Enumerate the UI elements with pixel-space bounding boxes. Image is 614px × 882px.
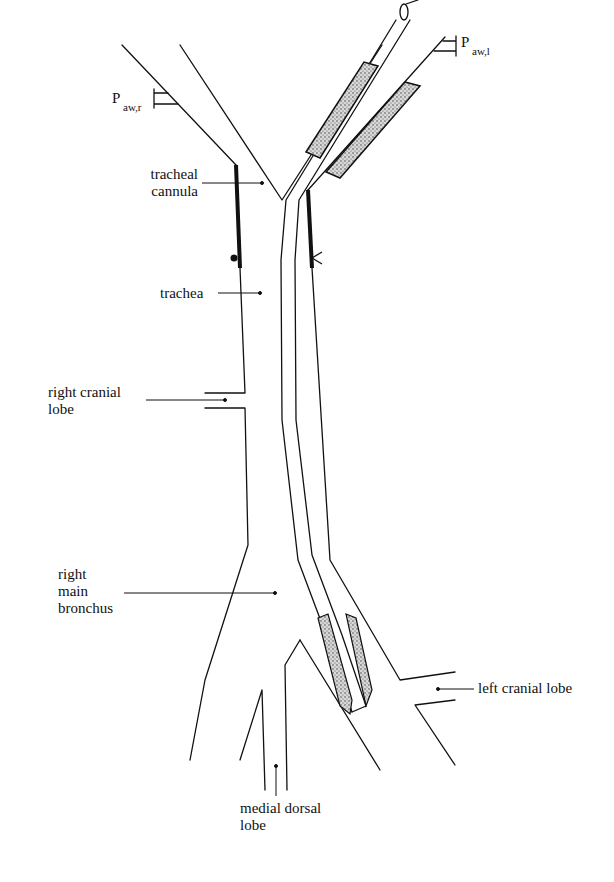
leader-dot	[224, 399, 227, 402]
port-subscript: aw,r	[123, 101, 142, 113]
catheter-line	[406, 0, 418, 4]
leader-line	[218, 293, 260, 294]
connector-wall	[308, 37, 445, 190]
leader-line	[438, 689, 474, 690]
part-label: tracheal cannula	[136, 166, 198, 200]
tracheal-cannula	[308, 190, 312, 268]
part-label: right main bronchus	[58, 566, 120, 617]
sheath	[326, 82, 420, 178]
part-label: medial dorsal lobe	[240, 800, 340, 834]
tracheal-cannula	[236, 165, 240, 268]
catheter-line	[295, 20, 410, 706]
trachea-wall	[308, 190, 455, 765]
trachea-wall	[190, 165, 248, 760]
port-subscript: aw,l	[472, 45, 490, 57]
part-label: trachea	[160, 285, 203, 302]
port-name: P	[461, 34, 469, 51]
leader-line	[202, 183, 262, 184]
part-label: left cranial lobe	[478, 680, 578, 697]
balloon-cuff	[318, 614, 352, 714]
bronchus-wall	[285, 640, 300, 790]
tie-knot	[231, 255, 238, 262]
balloon-cuff	[346, 614, 372, 706]
port-name: P	[112, 90, 120, 107]
catheter-tip	[352, 706, 366, 712]
part-label: right cranial lobe	[48, 384, 142, 418]
leader-dot	[261, 182, 264, 185]
leader-dot	[259, 292, 262, 295]
leader-dot	[275, 765, 278, 768]
leader-dot	[437, 688, 440, 691]
catheter-balloon-valve	[400, 4, 408, 20]
tie-knot	[312, 252, 322, 264]
pressure-port	[154, 89, 178, 108]
leader-line	[124, 593, 275, 594]
leader-line	[276, 766, 277, 796]
leader-dot	[274, 592, 277, 595]
pressure-port	[434, 36, 456, 56]
bronchus-wall	[240, 690, 265, 790]
leader-line	[146, 400, 225, 401]
connector-wall	[180, 45, 382, 200]
